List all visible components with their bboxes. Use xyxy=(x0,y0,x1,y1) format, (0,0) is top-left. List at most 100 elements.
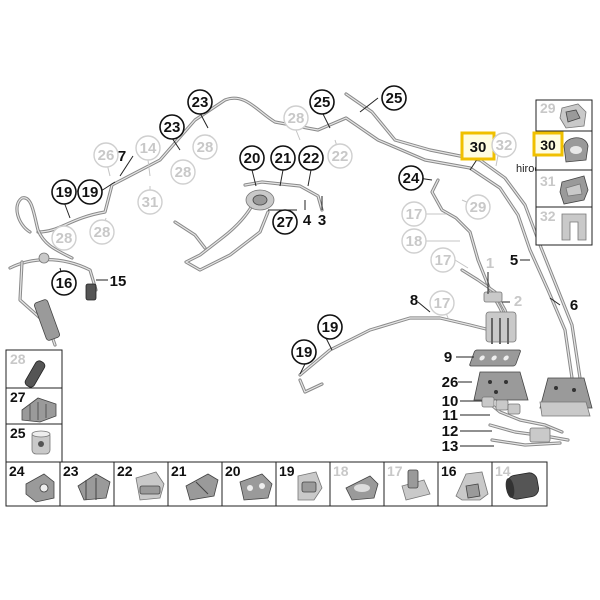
svg-text:21: 21 xyxy=(275,150,292,167)
svg-text:25: 25 xyxy=(10,425,26,441)
svg-text:22: 22 xyxy=(117,463,133,479)
label-11: 11 xyxy=(442,407,458,424)
svg-text:20: 20 xyxy=(225,463,241,479)
label-5: 5 xyxy=(510,252,518,269)
panel-cell-16[interactable]: 16 xyxy=(441,463,489,501)
callout-27[interactable]: 27 xyxy=(272,209,298,235)
callout-30-highlight[interactable]: 30 xyxy=(460,131,496,161)
svg-text:22: 22 xyxy=(332,148,349,165)
svg-text:29: 29 xyxy=(540,100,556,116)
label-6: 6 xyxy=(570,297,578,314)
svg-text:24: 24 xyxy=(9,463,25,479)
svg-text:17: 17 xyxy=(406,206,423,223)
svg-text:19: 19 xyxy=(56,184,73,201)
callout-14[interactable]: 14 xyxy=(135,135,161,161)
callout-28[interactable]: 28 xyxy=(51,225,77,251)
callout-28[interactable]: 28 xyxy=(170,159,196,185)
svg-text:28: 28 xyxy=(10,351,26,367)
callout-18[interactable]: 18 xyxy=(401,228,427,254)
panel-cell-19[interactable]: 19 xyxy=(279,463,323,501)
svg-text:27: 27 xyxy=(10,389,26,405)
brake-pipe-network xyxy=(8,92,582,447)
callout-21[interactable]: 21 xyxy=(270,145,296,171)
svg-text:21: 21 xyxy=(171,463,187,479)
callout-31[interactable]: 31 xyxy=(137,189,163,215)
callout-17[interactable]: 17 xyxy=(401,201,427,227)
panel-cell-29[interactable]: 29 xyxy=(540,100,587,129)
svg-text:17: 17 xyxy=(435,252,452,269)
svg-text:32: 32 xyxy=(496,137,513,154)
callouts: 23 23 25 25 28 28 28 28 28 22 26 14 31 1… xyxy=(51,85,517,365)
svg-text:18: 18 xyxy=(406,233,423,250)
right-parts-panel: 29 30 31 32 xyxy=(532,99,593,246)
svg-text:27: 27 xyxy=(277,214,294,231)
svg-text:29: 29 xyxy=(470,199,487,216)
svg-text:16: 16 xyxy=(56,275,73,292)
panel-cell-22[interactable]: 22 xyxy=(117,463,165,501)
panel-cell-27[interactable]: 27 xyxy=(10,389,57,423)
panel-cell-28[interactable]: 28 xyxy=(10,351,46,389)
svg-text:14: 14 xyxy=(140,140,157,157)
callout-16[interactable]: 16 xyxy=(51,270,77,296)
panel-cell-21[interactable]: 21 xyxy=(171,463,219,501)
svg-text:31: 31 xyxy=(540,173,556,189)
label-2: 2 xyxy=(514,293,522,310)
callout-26[interactable]: 26 xyxy=(93,142,119,168)
svg-text:32: 32 xyxy=(540,208,556,224)
callout-28[interactable]: 28 xyxy=(89,219,115,245)
callout-19[interactable]: 19 xyxy=(291,339,317,365)
svg-text:18: 18 xyxy=(333,463,349,479)
callout-22[interactable]: 22 xyxy=(298,145,324,171)
callout-23[interactable]: 23 xyxy=(187,89,213,115)
panel-cell-23[interactable]: 23 xyxy=(63,463,111,501)
panel-cell-14[interactable]: 14 xyxy=(495,463,540,500)
panel-cell-32[interactable]: 32 xyxy=(540,208,587,241)
svg-text:17: 17 xyxy=(434,295,451,312)
callout-23[interactable]: 23 xyxy=(159,114,185,140)
label-9: 9 xyxy=(444,349,452,366)
svg-text:17: 17 xyxy=(387,463,403,479)
panel-cell-20[interactable]: 20 xyxy=(225,463,273,501)
panel-cell-18[interactable]: 18 xyxy=(333,463,379,501)
callout-25[interactable]: 25 xyxy=(309,89,335,115)
svg-text:23: 23 xyxy=(164,119,181,136)
callout-19[interactable]: 19 xyxy=(317,314,343,340)
svg-text:23: 23 xyxy=(63,463,79,479)
panel-cell-25[interactable]: 25 xyxy=(10,425,51,455)
plain-labels: 7 4 3 15 5 6 1 2 8 9 26 10 11 12 13 hiro… xyxy=(110,148,579,455)
svg-text:22: 22 xyxy=(303,150,320,167)
svg-text:20: 20 xyxy=(244,150,261,167)
callout-28[interactable]: 28 xyxy=(283,105,309,131)
panel-cell-17[interactable]: 17 xyxy=(387,463,431,501)
callout-32[interactable]: 32 xyxy=(491,132,517,158)
svg-text:19: 19 xyxy=(82,184,99,201)
callout-17[interactable]: 17 xyxy=(429,290,455,316)
panel-cell-31[interactable]: 31 xyxy=(540,173,589,205)
svg-text:28: 28 xyxy=(56,230,73,247)
label-26: 26 xyxy=(442,374,459,391)
svg-text:31: 31 xyxy=(142,194,159,211)
label-13: 13 xyxy=(442,438,459,455)
callout-17[interactable]: 17 xyxy=(430,247,456,273)
callout-24[interactable]: 24 xyxy=(398,165,424,191)
callout-28[interactable]: 28 xyxy=(192,134,218,160)
callout-29[interactable]: 29 xyxy=(465,194,491,220)
callout-19[interactable]: 19 xyxy=(51,179,77,205)
label-10: 10 xyxy=(442,393,459,410)
svg-text:16: 16 xyxy=(441,463,457,479)
svg-text:28: 28 xyxy=(197,139,214,156)
svg-text:26: 26 xyxy=(98,147,115,164)
svg-text:28: 28 xyxy=(175,164,192,181)
callout-19[interactable]: 19 xyxy=(77,179,103,205)
svg-text:28: 28 xyxy=(94,224,111,241)
callout-25[interactable]: 25 xyxy=(381,85,407,111)
svg-text:14: 14 xyxy=(495,463,511,479)
svg-text:25: 25 xyxy=(314,94,331,111)
bottom-parts-panel: 24 23 22 21 20 19 xyxy=(5,461,548,507)
svg-text:19: 19 xyxy=(296,344,313,361)
callout-18[interactable]: 22 xyxy=(327,143,353,169)
panel-cell-30[interactable]: 30 xyxy=(532,131,589,163)
callout-20[interactable]: 20 xyxy=(239,145,265,171)
panel-cell-24[interactable]: 24 xyxy=(9,463,55,503)
